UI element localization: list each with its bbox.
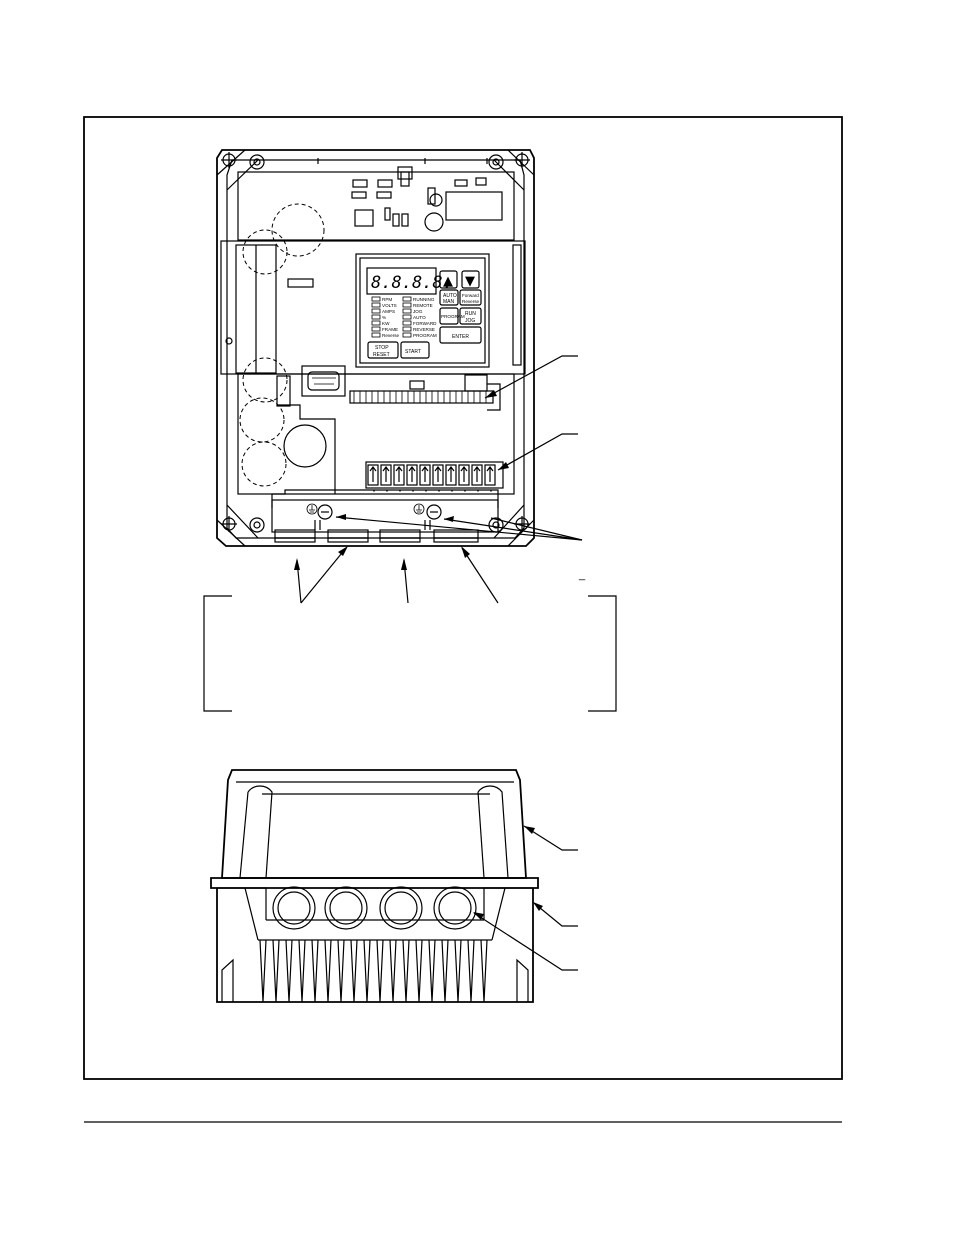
run-jog-button[interactable] xyxy=(459,307,482,325)
led-indicators-left: RPM VOLTS AMPS % KW FRAME Reverse xyxy=(371,296,400,338)
up-button[interactable] xyxy=(439,270,458,289)
svg-text:JOG: JOG xyxy=(413,309,423,314)
ground-screw-icon xyxy=(317,504,442,520)
program-button[interactable] xyxy=(439,307,459,325)
svg-text:ENTER: ENTER xyxy=(452,334,469,340)
forward-reverse-button[interactable] xyxy=(459,289,482,306)
serial-port-icon xyxy=(301,365,346,397)
svg-text:FRAME: FRAME xyxy=(382,327,398,332)
svg-text:MAN: MAN xyxy=(443,299,455,305)
ground-symbol-icon xyxy=(306,503,425,515)
callout-leaders-top: _ xyxy=(294,355,586,604)
down-arrow-icon: ▼ xyxy=(465,274,475,289)
crosshair-icon xyxy=(221,152,530,532)
control-terminal-strip xyxy=(349,374,494,404)
knockout-bracket xyxy=(203,595,617,712)
display-digits: 8.8.8.8. xyxy=(371,273,453,293)
svg-text:FORWARD: FORWARD xyxy=(413,321,437,326)
conduit-hole-icon xyxy=(272,886,477,930)
enter-button[interactable] xyxy=(439,326,482,344)
heatsink-fins xyxy=(259,939,488,1003)
start-button[interactable] xyxy=(400,341,430,359)
drive-bottom-view xyxy=(210,769,539,1003)
svg-text:REMOTE: REMOTE xyxy=(413,303,433,308)
svg-text:VOLTS: VOLTS xyxy=(382,303,397,308)
power-terminal-block xyxy=(365,461,504,492)
svg-text:RPM: RPM xyxy=(382,297,392,302)
svg-text:%: % xyxy=(382,315,386,320)
svg-text:AMPS: AMPS xyxy=(382,309,395,314)
mounting-hole-icon xyxy=(249,154,504,533)
svg-text:Reverse: Reverse xyxy=(382,333,400,338)
svg-text:RUN: RUN xyxy=(465,311,476,317)
led-indicators-right: RUNNING REMOTE JOG AUTO FORWARD REVERSE … xyxy=(402,296,437,338)
svg-text:Forward: Forward xyxy=(462,293,479,298)
svg-text:RUNNING: RUNNING xyxy=(413,297,435,302)
svg-text:PROGRAM: PROGRAM xyxy=(413,333,437,338)
svg-text:Reverse: Reverse xyxy=(462,299,480,304)
svg-text:PROGRAM: PROGRAM xyxy=(441,314,465,319)
svg-text:REVERSE: REVERSE xyxy=(413,327,435,332)
figure-frame xyxy=(83,116,843,1080)
callout-leaders-bottom xyxy=(473,825,578,971)
svg-text:KW: KW xyxy=(382,321,390,326)
svg-text:RESET: RESET xyxy=(373,352,390,358)
auto-man-button[interactable] xyxy=(439,289,459,306)
led-display xyxy=(366,267,437,295)
drive-front-view xyxy=(216,149,535,547)
svg-text:AUTO: AUTO xyxy=(443,293,457,299)
components xyxy=(317,158,503,232)
stop-reset-button[interactable] xyxy=(367,341,399,359)
keypad: 8.8.8.8. ▲ ▼ AUTO MAN Forward Reverse PR… xyxy=(355,253,490,368)
up-arrow-icon: ▲ xyxy=(443,274,453,289)
svg-text:START: START xyxy=(405,349,421,355)
svg-text:AUTO: AUTO xyxy=(413,315,426,320)
svg-text:JOG: JOG xyxy=(465,318,475,324)
down-button[interactable] xyxy=(461,270,480,289)
svg-text:STOP: STOP xyxy=(375,345,389,351)
callout-mark: _ xyxy=(578,569,586,581)
conduit-knockouts xyxy=(274,529,479,543)
